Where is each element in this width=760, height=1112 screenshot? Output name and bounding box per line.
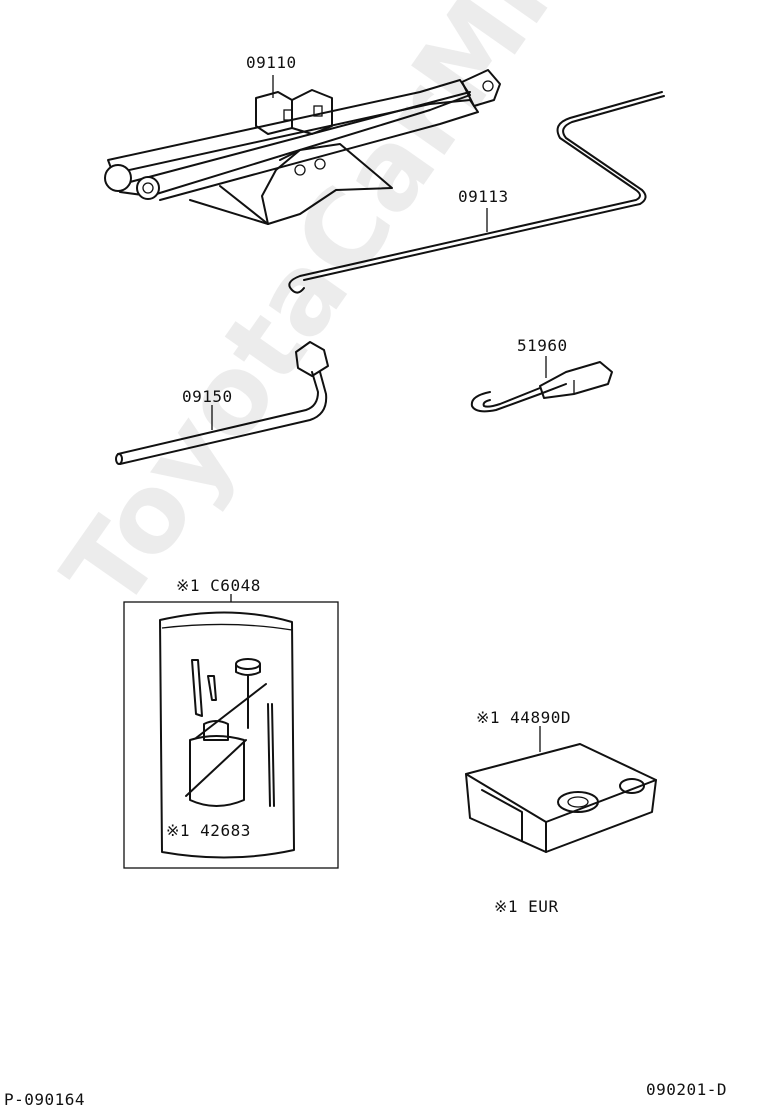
part-label-jack[interactable]: 09110 bbox=[246, 53, 297, 72]
towing-eyelet-drawing bbox=[470, 356, 613, 413]
part-label-compressor[interactable]: ※1 44890D bbox=[476, 708, 571, 727]
part-label-repair-kit-bottle[interactable]: ※1 42683 bbox=[166, 821, 251, 840]
repair-kit-drawing bbox=[123, 594, 339, 869]
compressor-drawing bbox=[465, 726, 657, 853]
region-note: ※1 EUR bbox=[494, 897, 559, 916]
part-label-wheel-wrench[interactable]: 09150 bbox=[182, 387, 233, 406]
part-label-towing-eyelet[interactable]: 51960 bbox=[517, 336, 568, 355]
part-label-repair-kit-case[interactable]: ※1 C6048 bbox=[176, 576, 261, 595]
diagram-code-left: P-090164 bbox=[4, 1090, 86, 1109]
wheel-wrench-drawing bbox=[115, 341, 329, 465]
jack-handle-drawing bbox=[288, 91, 665, 294]
diagram-code-right: 090201-D bbox=[646, 1080, 728, 1099]
scissor-jack-drawing bbox=[104, 69, 501, 225]
part-label-jack-handle[interactable]: 09113 bbox=[458, 187, 509, 206]
